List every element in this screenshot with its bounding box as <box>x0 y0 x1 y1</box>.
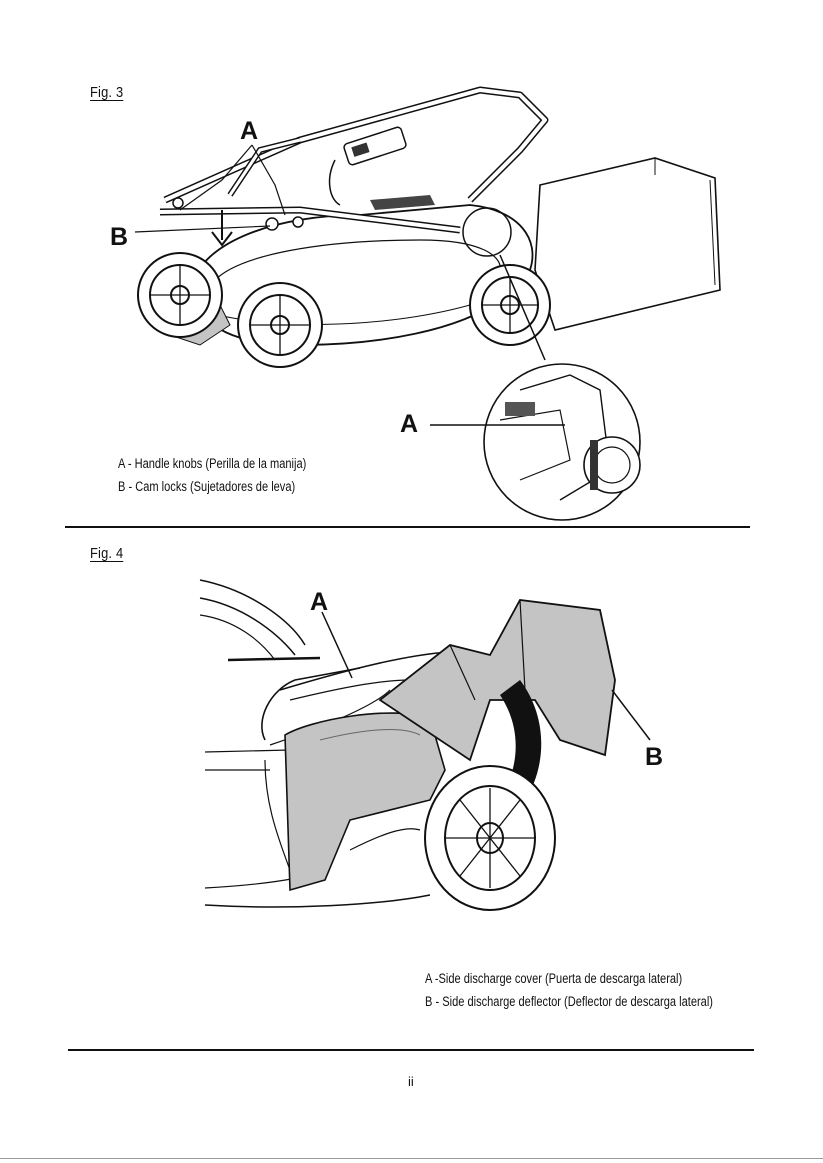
page-number: ii <box>408 1074 414 1089</box>
fig4-callout-a: A <box>310 590 328 615</box>
fig4-callout-b: B <box>645 745 663 770</box>
page-edge-line <box>0 1158 823 1159</box>
fig4-caption-b: B - Side discharge deflector (Deflector … <box>425 994 713 1009</box>
fig4-caption-a: A -Side discharge cover (Puerta de desca… <box>425 971 682 986</box>
footer-divider <box>68 1049 754 1051</box>
